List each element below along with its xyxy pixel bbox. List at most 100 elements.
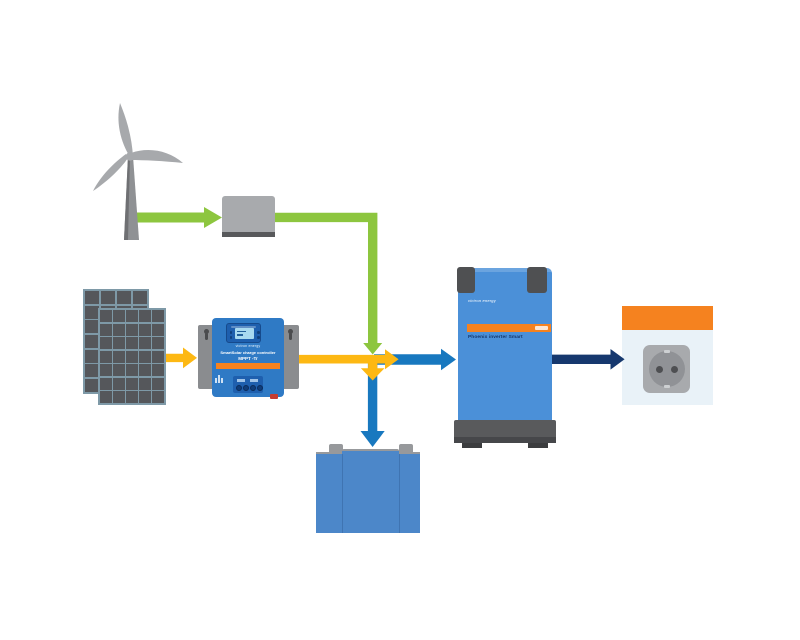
navy-arrow-inverter-to-outlet bbox=[552, 349, 625, 370]
mppt-vent-icon bbox=[215, 375, 223, 387]
solar-cell bbox=[139, 377, 151, 390]
inverter-orange-stripe bbox=[467, 324, 551, 332]
wind-controller-box bbox=[222, 196, 275, 237]
solar-cell bbox=[139, 323, 151, 336]
stripe-text-chip bbox=[535, 326, 548, 330]
inverter-foot bbox=[528, 443, 548, 448]
blue-arrow-junction-to-battery bbox=[360, 359, 385, 447]
inverter-foot bbox=[462, 443, 482, 448]
solar-cell bbox=[100, 337, 112, 349]
keyhole-slot bbox=[205, 333, 208, 340]
solar-cell bbox=[126, 337, 138, 349]
turbine-blade-up bbox=[118, 103, 133, 157]
turbine-blade-left bbox=[93, 154, 128, 191]
battery-terminal bbox=[329, 444, 343, 454]
battery-divider bbox=[399, 454, 401, 533]
terminal-pin bbox=[249, 384, 256, 391]
mppt-orange-stripe bbox=[216, 363, 280, 369]
mppt-product-line1: SmartSolar charge controller bbox=[220, 349, 276, 355]
solar-cell bbox=[100, 377, 112, 390]
solar-cell bbox=[126, 350, 138, 363]
mppt-terminal-block bbox=[233, 376, 263, 393]
mppt-red-connector bbox=[270, 394, 278, 399]
outlet-orange-header bbox=[622, 306, 713, 330]
battery-divider bbox=[342, 454, 344, 533]
solar-cell bbox=[113, 310, 125, 322]
solar-cell bbox=[116, 291, 132, 305]
outlet-hole bbox=[670, 365, 678, 373]
outlet-ground-clip bbox=[663, 385, 670, 388]
solar-cell bbox=[85, 334, 100, 349]
solar-cell bbox=[152, 377, 164, 390]
solar-cell bbox=[152, 323, 164, 336]
solar-cell bbox=[126, 391, 138, 403]
ac-outlet bbox=[622, 306, 713, 405]
outlet-plate bbox=[643, 345, 690, 393]
mppt-brand-text: victron energy bbox=[235, 344, 261, 348]
mppt-display bbox=[226, 323, 261, 343]
solar-cell bbox=[113, 377, 125, 390]
yellow-arrow-panels-to-mppt bbox=[166, 347, 197, 369]
solar-cell bbox=[100, 310, 112, 322]
terminal-pin bbox=[256, 384, 263, 391]
solar-cell bbox=[100, 350, 112, 363]
mppt-product-line2: MPPT -Tr bbox=[238, 355, 258, 361]
terminal-pin bbox=[242, 384, 249, 391]
inverter-bracket-left bbox=[457, 267, 475, 293]
outlet-ground-clip bbox=[663, 350, 670, 353]
turbine-blade-right bbox=[130, 150, 183, 163]
keyhole-slot bbox=[289, 333, 292, 340]
wind-turbine bbox=[93, 103, 183, 240]
inverter-bracket-right bbox=[527, 267, 547, 293]
solar-cell bbox=[85, 320, 100, 334]
yellow-arrow-mppt-to-junction bbox=[294, 349, 399, 370]
inverter-body: victron energy Phoenix inverter Smart bbox=[458, 268, 552, 422]
mppt-body: victron energy SmartSolar charge control… bbox=[212, 318, 284, 399]
battery-top-raise bbox=[342, 448, 399, 454]
solar-cell bbox=[139, 364, 151, 376]
outlet-hole bbox=[655, 365, 663, 373]
solar-cell bbox=[152, 337, 164, 349]
solar-cell bbox=[100, 291, 116, 305]
green-arrow-controller-to-junction bbox=[273, 212, 383, 355]
solar-cell bbox=[152, 350, 164, 363]
outlet-socket-circle bbox=[648, 350, 685, 388]
keyhole-icon bbox=[204, 329, 209, 334]
turbine-hub bbox=[125, 152, 135, 161]
solar-cell bbox=[152, 310, 164, 322]
terminal-pin bbox=[235, 384, 242, 391]
battery-terminal bbox=[399, 444, 413, 454]
turbine-mast-shade bbox=[124, 156, 130, 240]
wind-controller-base bbox=[222, 231, 275, 237]
mppt-screen bbox=[234, 328, 254, 339]
solar-cell bbox=[126, 323, 138, 336]
yellow-arrow-junction-down bbox=[360, 359, 385, 381]
solar-cell bbox=[139, 310, 151, 322]
inverter-base bbox=[454, 420, 556, 443]
battery-body bbox=[316, 452, 420, 533]
solar-cell bbox=[126, 364, 138, 376]
mppt-mount-plate-left bbox=[198, 325, 215, 389]
solar-cell bbox=[85, 291, 100, 305]
terminal-label bbox=[237, 379, 245, 382]
solar-cell bbox=[85, 364, 100, 378]
battery bbox=[316, 444, 420, 533]
solar-cell bbox=[113, 364, 125, 376]
solar-cell bbox=[100, 323, 112, 336]
keyhole-icon bbox=[288, 329, 293, 334]
solar-cell bbox=[139, 337, 151, 349]
solar-cell bbox=[152, 391, 164, 403]
solar-cell bbox=[85, 378, 100, 392]
solar-cell bbox=[126, 377, 138, 390]
solar-cell bbox=[139, 391, 151, 403]
solar-cell bbox=[113, 350, 125, 363]
inverter-label: Phoenix inverter Smart bbox=[468, 335, 523, 340]
solar-cell bbox=[100, 391, 112, 403]
navy-arrow-layer bbox=[552, 349, 625, 370]
solar-cell bbox=[113, 323, 125, 336]
solar-cell bbox=[100, 364, 112, 376]
solar-cell bbox=[113, 337, 125, 349]
solar-cell bbox=[139, 350, 151, 363]
